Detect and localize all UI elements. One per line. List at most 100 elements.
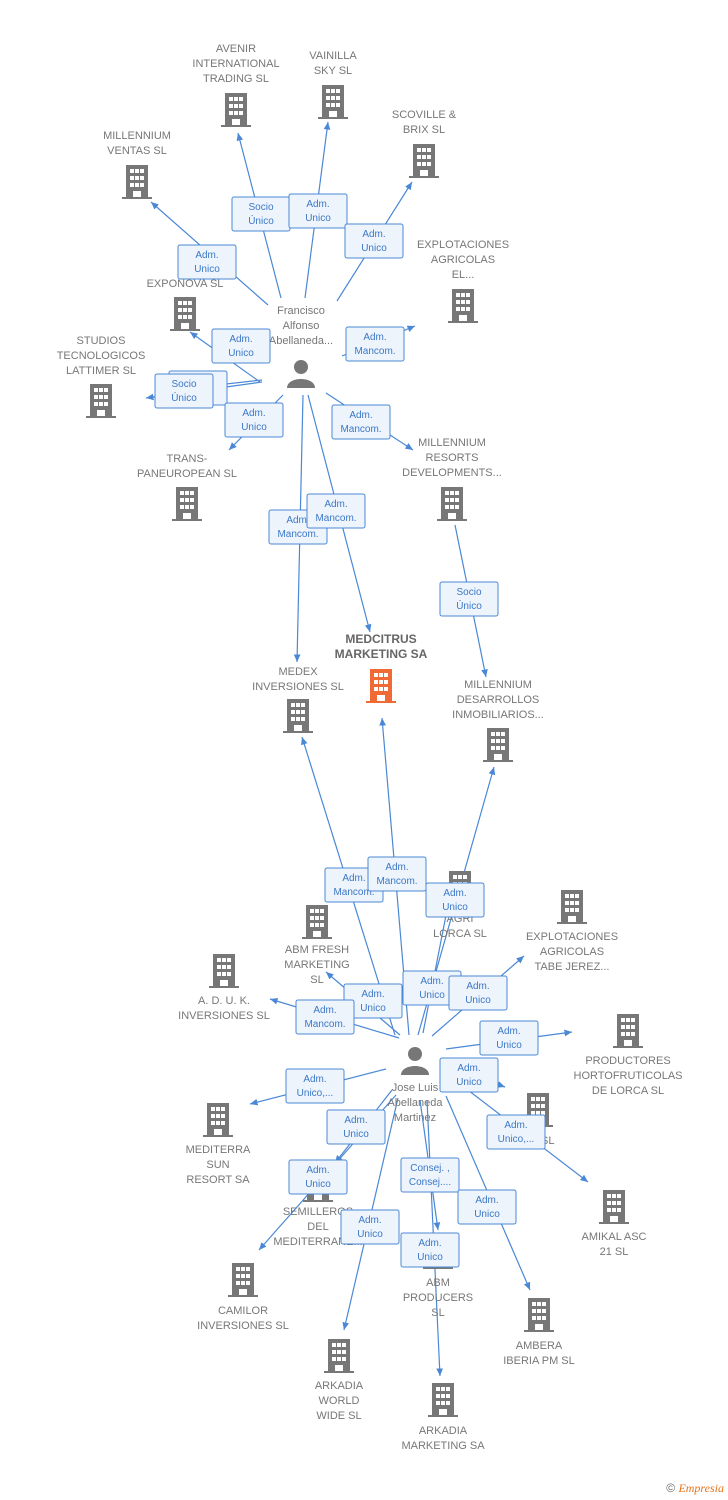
node-label: WIDE SL <box>316 1410 361 1422</box>
edge-label-text: Único <box>456 599 482 612</box>
building-icon <box>170 297 200 331</box>
edge-label-jose-mediterra[interactable]: Adm.Unico,... <box>285 1068 345 1104</box>
node-label: SL <box>310 974 323 986</box>
company-node-semilleros[interactable]: SEMILLEROSDELMEDITERRANE... <box>273 1168 363 1248</box>
edge-label-jose-semilleros[interactable]: Adm.Unico <box>326 1109 386 1145</box>
company-node-trans[interactable]: TRANS-PANEUROPEAN SL <box>137 453 237 521</box>
edge-label-text: Mancom. <box>277 529 318 540</box>
edge-label-text: Unico <box>357 1229 383 1240</box>
person-icon <box>401 1047 429 1075</box>
building-icon <box>221 93 251 127</box>
node-label: ABM FRESH <box>285 944 349 956</box>
company-node-exponova[interactable]: EXPONOVA SL <box>147 278 224 331</box>
edge-label-jose-abm_producers[interactable]: Consej. ,Consej.... <box>400 1157 460 1193</box>
edge-label-jose-camilor[interactable]: Adm. Unico <box>288 1159 348 1195</box>
edge-label-jose-medcitrus[interactable]: Adm.Mancom. <box>367 856 427 892</box>
building-icon <box>324 1339 354 1373</box>
node-label: SEMILLEROS <box>283 1206 353 1218</box>
edge-label-francisco-trans[interactable]: Adm.Unico <box>224 402 284 438</box>
node-label: DESARROLLOS <box>457 694 540 706</box>
node-label: BRIX SL <box>403 124 445 136</box>
edge-label-text: Adm. <box>466 981 489 992</box>
node-label: ARKADIA <box>315 1380 364 1392</box>
edge-label-jose-explotaciones_tabe[interactable]: Adm.Unico <box>448 975 508 1011</box>
building-icon <box>228 1263 258 1297</box>
edge-label-text: Unico <box>360 1003 386 1014</box>
edge-labels-layer: SocioÚnicoAdm.UnicoAdm.UnicoAdm.UnicoAdm… <box>154 193 546 1268</box>
company-node-explotaciones_el[interactable]: EXPLOTACIONESAGRICOLASEL... <box>417 239 509 323</box>
edge-label-text: Adm. <box>504 1120 527 1131</box>
edge-label-text: Unico <box>417 1252 443 1263</box>
node-label: MEDITERRANE... <box>273 1236 362 1248</box>
edge-label-jose-arkadia_marketing[interactable]: Adm.Unico <box>400 1232 460 1268</box>
edge-label-jose-arkadia_world[interactable]: Adm.Unico <box>340 1209 400 1245</box>
company-node-aduk[interactable]: A. D. U. K.INVERSIONES SL <box>178 954 270 1022</box>
edge-label-text: Unico <box>419 990 445 1001</box>
edge-label-jose-or_sl[interactable]: Adm.Unico <box>439 1057 499 1093</box>
node-label: STUDIOS <box>77 335 126 347</box>
node-label: Martinez <box>394 1112 436 1124</box>
node-label: VENTAS SL <box>107 145 167 157</box>
node-label: EXPLOTACIONES <box>417 239 509 251</box>
company-node-scoville[interactable]: SCOVILLE & BRIX SL <box>392 109 457 178</box>
person-node-francisco[interactable]: FranciscoAlfonsoAbellaneda... <box>269 305 333 388</box>
edge-label-jose-ambera[interactable]: Adm.Unico <box>457 1189 517 1225</box>
edge-label-francisco-vainilla[interactable]: Adm.Unico <box>288 193 348 229</box>
node-label: MEDCITRUS <box>345 632 416 646</box>
edge-label-jose-amikal[interactable]: Adm.Unico,... <box>486 1114 546 1150</box>
edge-label-francisco-explotaciones_el[interactable]: Adm.Mancom. <box>345 326 405 362</box>
node-label: Alfonso <box>283 320 320 332</box>
building-icon <box>209 954 239 988</box>
edge-label-text: Adm. <box>457 1063 480 1074</box>
edge-label-text: Unico,... <box>297 1088 334 1099</box>
building-icon <box>409 144 439 178</box>
company-node-mill_desarrollos[interactable]: MILLENNIUMDESARROLLOSINMOBILIARIOS... <box>452 679 544 762</box>
edge-label-text: Mancom. <box>304 1019 345 1030</box>
edge-label-jose-mill_desarrollos[interactable]: Adm.Unico <box>425 882 485 918</box>
edge-label-text: Adm. <box>362 229 385 240</box>
node-label: MILLENNIUM <box>464 679 532 691</box>
edge-label-text: Unico <box>305 1179 331 1190</box>
node-label: SL <box>431 1307 444 1319</box>
node-label: DEVELOPMENTS... <box>402 467 502 479</box>
edge-label-text: Único <box>171 391 197 404</box>
building-icon <box>172 487 202 521</box>
edge-label-francisco-medcitrus[interactable]: Adm.Mancom. <box>306 493 366 529</box>
edge-label-jose-productores[interactable]: Adm.Unico <box>479 1020 539 1056</box>
edge-label-text: Socio <box>456 587 481 598</box>
edge-label-text: Socio <box>248 202 273 213</box>
node-label: SCOVILLE & <box>392 109 457 121</box>
node-label: EXPONOVA SL <box>147 278 224 290</box>
edge-label-text: Adm. <box>306 1165 329 1176</box>
edge-label-francisco-millennium_ventas[interactable]: Adm.Unico <box>177 244 237 280</box>
edge-label-jose-aduk[interactable]: Adm.Mancom. <box>295 999 355 1035</box>
edge-label-francisco-scoville[interactable]: Adm. Unico <box>344 223 404 259</box>
company-node-mill_resorts[interactable]: MILLENNIUMRESORTSDEVELOPMENTS... <box>402 437 502 521</box>
node-label: Abellaneda <box>387 1097 443 1109</box>
edge-label-text: Unico <box>361 243 387 254</box>
edge-label-francisco-exponova_trans[interactable]: Adm.Unico <box>211 328 271 364</box>
node-label: AGRICOLAS <box>431 254 495 266</box>
brand-logo[interactable]: Empresia <box>678 1481 724 1495</box>
edge-label-francisco-mill_resorts[interactable]: Adm.Mancom. <box>331 404 391 440</box>
